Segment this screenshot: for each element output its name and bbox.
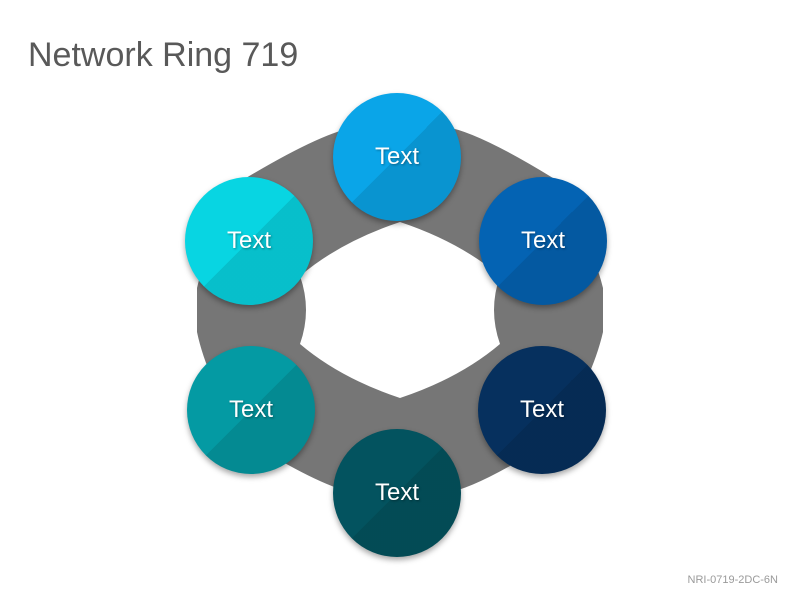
node-shade	[478, 346, 606, 474]
node-label: Text	[228, 396, 273, 423]
ring-node-lower-left[interactable]: Text	[187, 346, 315, 474]
node-shade	[479, 177, 607, 305]
footer-code: NRI-0719-2DC-6N	[687, 574, 778, 586]
slide-title: Network Ring 719	[28, 36, 299, 74]
node-shade	[333, 429, 461, 557]
node-label: Text	[520, 227, 565, 254]
node-label: Text	[519, 396, 564, 423]
ring-node-lower-right[interactable]: Text	[478, 346, 606, 474]
ring-node-upper-right[interactable]: Text	[479, 177, 607, 305]
node-label: Text	[226, 227, 271, 254]
ring-node-top[interactable]: Text	[333, 93, 461, 221]
node-shade	[187, 346, 315, 474]
ring-node-bottom[interactable]: Text	[333, 429, 461, 557]
node-label: Text	[374, 143, 419, 170]
node-label: Text	[374, 479, 419, 506]
node-shade	[333, 93, 461, 221]
node-shade	[185, 177, 313, 305]
ring-node-upper-left[interactable]: Text	[185, 177, 313, 305]
